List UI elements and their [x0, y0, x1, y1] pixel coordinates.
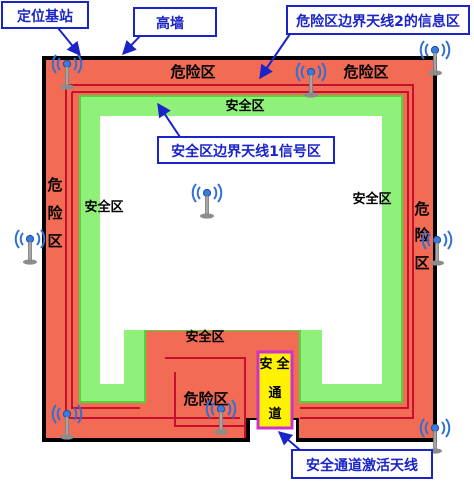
safe-label-right: 安全区 [352, 191, 391, 207]
danger-label-top: 危险区 [170, 63, 215, 81]
safe-passage [256, 350, 294, 430]
svg-text:安全区边界天线1信号区: 安全区边界天线1信号区 [171, 143, 321, 160]
svg-text:危: 危 [414, 200, 429, 218]
callout-safe-edge-antenna1: 安全区边界天线1信号区 [157, 102, 335, 164]
callout-passage-antenna: 安全通道激活天线 [277, 431, 433, 479]
danger-label-left: 危 险 区 [47, 176, 63, 250]
svg-text:危: 危 [47, 176, 62, 194]
svg-text:安全通道激活天线: 安全通道激活天线 [306, 457, 418, 474]
callout-high-wall: 高墙 [122, 7, 217, 56]
danger-label-top-right: 危险区 [343, 63, 388, 81]
safe-label-left: 安全区 [84, 199, 123, 215]
wifi-antenna-icon [14, 229, 46, 266]
svg-text:险: 险 [47, 204, 63, 222]
svg-text:定位基站: 定位基站 [17, 8, 73, 25]
svg-text:通: 通 [268, 385, 281, 401]
svg-text:安: 安 [259, 356, 272, 372]
danger-label-right: 危 险 区 [414, 200, 430, 272]
safe-label-top: 安全区 [225, 98, 264, 114]
passage-label: 安 全 通 道 [259, 356, 290, 422]
svg-text:道: 道 [268, 406, 281, 422]
svg-text:区: 区 [47, 232, 62, 250]
svg-text:险: 险 [414, 226, 430, 244]
interior-area [100, 116, 382, 384]
svg-text:全: 全 [275, 356, 290, 372]
safe-label-bottom: 安全区 [185, 329, 224, 345]
svg-text:危险区边界天线2的信息区: 危险区边界天线2的信息区 [295, 13, 460, 30]
svg-text:高墙: 高墙 [156, 15, 184, 32]
danger-label-bottom: 危险区 [183, 390, 228, 408]
svg-text:区: 区 [414, 254, 429, 272]
callout-base-station: 定位基站 [1, 1, 89, 57]
callout-danger-edge-antenna2: 危险区边界天线2的信息区 [259, 5, 470, 80]
safe-boundary-line [71, 91, 409, 409]
